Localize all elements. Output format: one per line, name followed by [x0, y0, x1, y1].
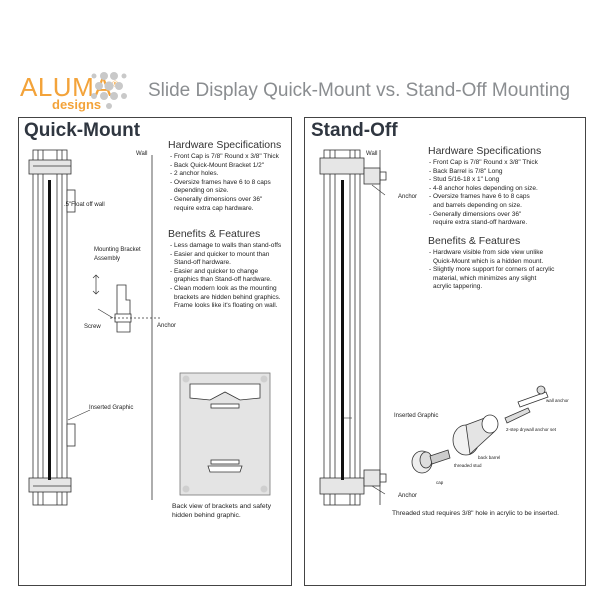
stand-off-wall-label: Wall: [366, 151, 378, 157]
list-item: and barrels depending on size.: [433, 201, 522, 209]
list-item: Quick-Mount which is a hidden mount.: [433, 257, 544, 265]
list-item: Frame looks like it's floating on wall.: [174, 302, 278, 310]
list-item: - Stud 5/16-18 x 1" Long: [429, 176, 500, 184]
list-item: - Easier and quicker to change: [170, 267, 259, 275]
stand-off-benefits-heading: Benefits & Features: [428, 235, 521, 247]
brand-sub: designs: [52, 97, 102, 112]
quick-mount-wall-label: Wall: [136, 151, 148, 157]
quick-mount-benefits-list: - Less damage to walls than stand-offs -…: [170, 242, 290, 311]
page-title: Slide Display Quick-Mount vs. Stand-Off …: [148, 80, 571, 101]
float-label: .5"Float off wall: [64, 202, 105, 208]
list-item: - Less damage to walls than stand-offs: [170, 242, 282, 249]
list-item: Stand-off hardware.: [174, 259, 231, 267]
list-item: - Back Quick-Mount Bracket 1/2": [170, 161, 265, 169]
quick-mount-benefits-heading: Benefits & Features: [168, 228, 261, 240]
list-item: - Generally dimensions over 36": [429, 210, 522, 218]
list-item: graphics than Stand-off hardware.: [174, 276, 272, 284]
list-item: - Clean modern look as the mounting: [170, 284, 277, 292]
stand-off-hardware-list: - Front Cap is 7/8" Round x 3/8" Thick -…: [429, 159, 579, 228]
list-item: - Front Cap is 7/8" Round x 3/8" Thick: [170, 153, 279, 160]
stand-off-graphic-line: [341, 180, 344, 480]
threaded-stud-label: threaded stud: [454, 463, 482, 468]
quick-mount-anchor-label: Anchor: [157, 323, 177, 329]
list-item: - Oversize frames have 6 to 8 caps: [429, 193, 530, 201]
list-item: require extra cap hardware.: [174, 204, 254, 212]
back-view-caption: Back view of brackets and safety hidden …: [172, 503, 271, 519]
cap-label: cap: [436, 480, 444, 485]
list-item: acrylic tappering.: [433, 283, 483, 291]
list-item: - 4-8 anchor holes depending on size.: [429, 184, 538, 192]
list-item: - Front Cap is 7/8" Round x 3/8" Thick: [429, 159, 538, 166]
quick-mount-graphic-label: Inserted Graphic: [89, 405, 134, 411]
stand-off-anchor-top-label: Anchor: [398, 194, 418, 200]
quick-mount-hardware-heading: Hardware Specifications: [168, 139, 282, 151]
list-item: require extra stand-off hardware.: [433, 219, 528, 227]
bracket-label-2: Assembly: [94, 256, 121, 262]
bracket-label-1: Mounting Bracket: [94, 247, 141, 253]
quick-mount-hardware-list: - Front Cap is 7/8" Round x 3/8" Thick -…: [170, 153, 288, 213]
stand-off-benefits-list: - Hardware visible from side view unlike…: [429, 249, 579, 292]
list-item: - Hardware visible from side view unlike: [429, 249, 544, 256]
back-barrel-label: back barrel: [478, 455, 501, 460]
stand-off-graphic-label: Inserted Graphic: [394, 413, 439, 419]
list-item: material, which minimizes any slight: [433, 274, 537, 282]
list-item: - Easier and quicker to mount than: [170, 250, 270, 258]
list-item: - Generally dimensions over 36": [170, 195, 263, 203]
list-item: brackets are hidden behind graphics.: [174, 293, 281, 301]
quick-mount-heading: Quick-Mount: [24, 120, 141, 141]
list-item: - 2 anchor holes.: [170, 170, 219, 178]
inserted-graphic-line: [48, 180, 51, 480]
stand-off-anchor-bottom-label: Anchor: [398, 493, 418, 499]
list-item: depending on size.: [174, 187, 229, 195]
drywall-anchor-label: 2-step drywall anchor set: [506, 427, 557, 432]
stand-off-hardware-heading: Hardware Specifications: [428, 145, 542, 157]
list-item: - Back Barrel is 7/8" Long: [429, 167, 503, 175]
list-item: - Slightly more support for corners of a…: [429, 266, 555, 274]
stand-off-footnote: Threaded stud requires 3/8" hole in acry…: [392, 510, 559, 517]
stand-off-heading: Stand-Off: [311, 120, 398, 141]
wall-anchor-label: wall anchor: [546, 398, 569, 403]
list-item: - Oversize frames have 6 to 8 caps: [170, 178, 271, 186]
screw-label: Screw: [84, 324, 101, 330]
